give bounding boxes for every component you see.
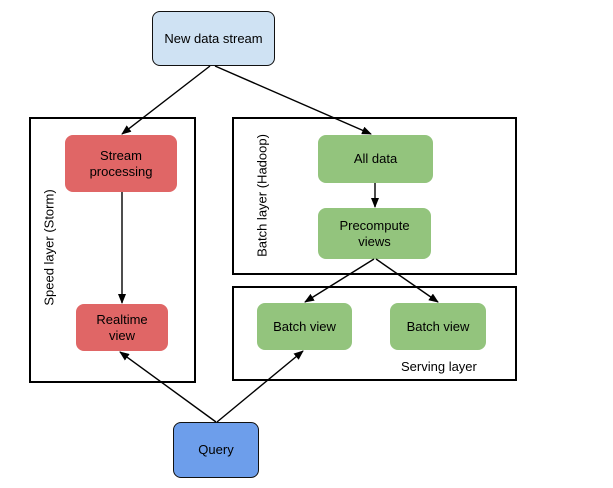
query-label: Query: [198, 442, 234, 457]
serving-layer-label: Serving layer: [401, 359, 477, 374]
batch-view-node-left: Batch view: [257, 303, 352, 350]
realtime-view-label: Realtime view: [96, 311, 148, 343]
batch-view-right-label: Batch view: [406, 318, 470, 334]
batch-view-left-label: Batch view: [273, 318, 336, 334]
precompute-views-label: Precompute views: [339, 217, 410, 249]
stream-processing-node: Stream processing: [65, 135, 177, 192]
new-data-stream-label: New data stream: [164, 30, 263, 46]
speed-layer-label: Speed layer (Storm): [41, 189, 57, 306]
all-data-node: All data: [318, 135, 433, 183]
stream-processing-label: Stream processing: [89, 147, 153, 179]
batch-layer-label: Batch layer (Hadoop): [254, 134, 270, 257]
query-node: Query: [173, 422, 259, 478]
realtime-view-node: Realtime view: [76, 304, 168, 351]
precompute-views-node: Precompute views: [318, 208, 431, 259]
new-data-stream-node: New data stream: [152, 11, 275, 66]
batch-view-node-right: Batch view: [390, 303, 486, 350]
all-data-label: All data: [353, 151, 398, 166]
